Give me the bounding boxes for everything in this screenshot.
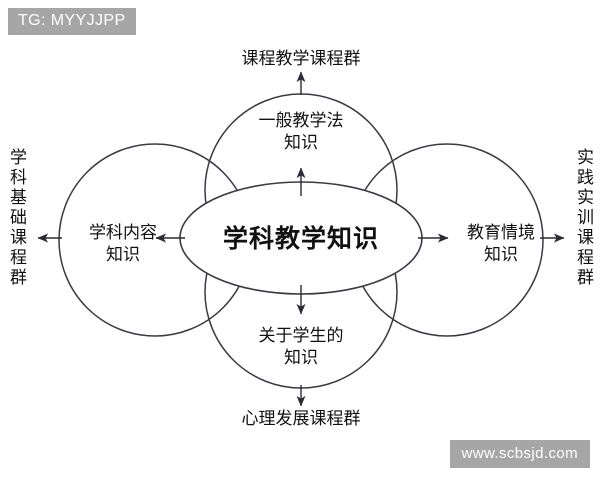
watermark-top-left: TG: MYYJJPP [8,8,136,35]
label-psychological-development-course-group: 心理发展课程群 [241,409,361,428]
label-practice-training-course-group: 实践实训课程群 [574,148,593,288]
label-subject-foundation-course-group: 学科基础课程群 [7,148,26,288]
ellipse-pedagogical-content-knowledge [179,181,423,295]
label-curriculum-teaching-course-group: 课程教学课程群 [241,49,361,68]
watermark-bottom-right: www.scbsjd.com [449,440,590,468]
